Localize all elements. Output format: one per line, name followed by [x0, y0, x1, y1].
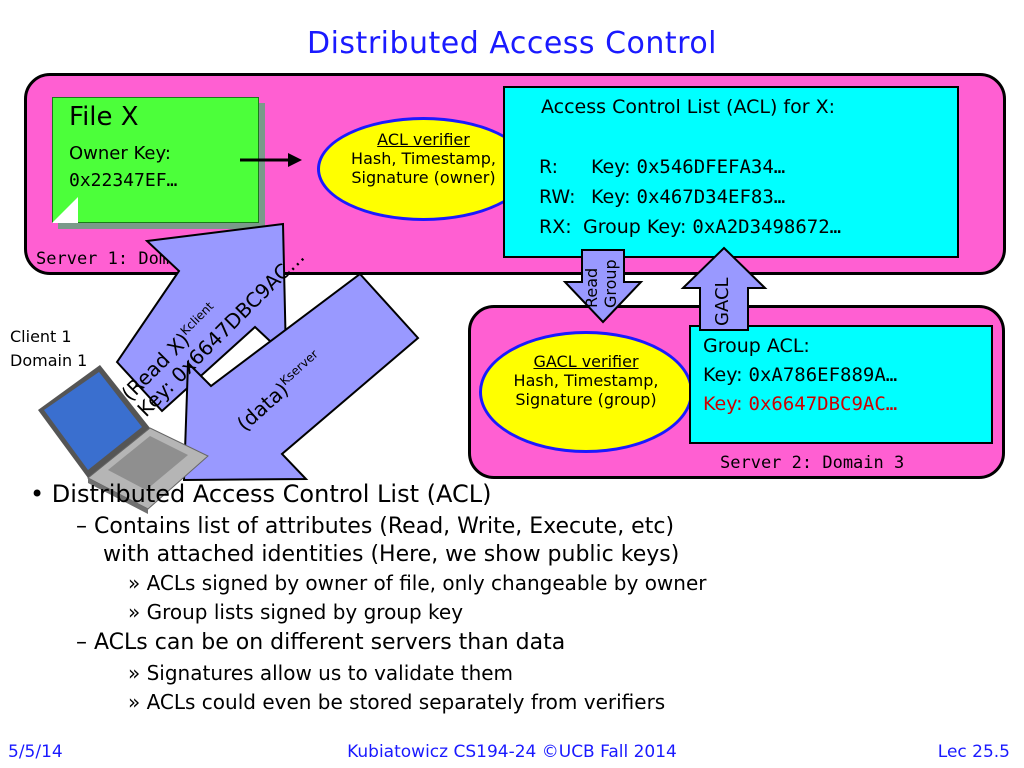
- group-key-value: 0xA786EF889A…: [748, 364, 898, 386]
- acl-box: Access Control List (ACL) for X: R: Key: …: [503, 86, 959, 258]
- bullet-1-1-text: Contains list of attributes (Read, Write…: [94, 514, 675, 539]
- acl-title: Access Control List (ACL) for X:: [541, 96, 836, 118]
- client-line2: Domain 1: [10, 351, 88, 370]
- acl-row-rw: RW: Key: 0x467D34EF83…: [539, 186, 785, 208]
- group-key-label: Key:: [703, 364, 743, 386]
- footer-lecture: Lec 25.5: [937, 742, 1010, 762]
- bullet-1: • Distributed Access Control List (ACL): [30, 480, 1010, 513]
- group-acl-title: Group ACL:: [703, 335, 810, 357]
- read-group-arrow: [562, 249, 644, 324]
- footer-date: 5/5/14: [8, 742, 63, 762]
- group-acl-box: Group ACL: Key: 0xA786EF889A… Key: 0x664…: [689, 325, 993, 444]
- acl-key-value: 0xA2D3498672…: [692, 216, 842, 238]
- bullet-1-2-1: » Signatures allow us to validate them: [128, 659, 1010, 688]
- group-key-label: Key:: [703, 393, 743, 415]
- acl-key-label: Key:: [591, 186, 631, 208]
- bullet-1-1-1: » ACLs signed by owner of file, only cha…: [128, 569, 1010, 598]
- bullet-1-2-2: » ACLs could even be stored separately f…: [128, 688, 1010, 717]
- data-response-arrow: [182, 272, 420, 482]
- acl-verifier-line1: Hash, Timestamp,: [351, 149, 496, 168]
- acl-perm: RX:: [539, 216, 572, 238]
- gacl-verifier-line1: Hash, Timestamp,: [513, 371, 659, 390]
- bullet-dot: •: [30, 480, 52, 508]
- owner-key-arrow: [240, 153, 302, 167]
- acl-row-rx: RX: Group Key: 0xA2D3498672…: [539, 216, 841, 238]
- acl-verifier-oval: ACL verifier Hash, Timestamp, Signature …: [317, 117, 530, 221]
- acl-key-label: Group Key:: [583, 216, 687, 238]
- file-title: File X: [69, 102, 139, 132]
- chevron-icon: »: [128, 600, 147, 624]
- gacl-verifier-line2: Signature (group): [515, 390, 657, 409]
- bullet-1-2-2-text: ACLs could even be stored separately fro…: [146, 690, 666, 714]
- owner-key-value: 0x22347EF…: [69, 170, 178, 191]
- slide-title: Distributed Access Control: [306, 26, 718, 61]
- bullet-1-2-1-text: Signatures allow us to validate them: [146, 661, 514, 685]
- bullet-1-1-1-text: ACLs signed by owner of file, only chang…: [146, 571, 707, 595]
- chevron-icon: »: [128, 661, 147, 685]
- acl-key-label: Key:: [591, 156, 631, 178]
- dash-icon: –: [76, 630, 94, 655]
- acl-perm: RW:: [539, 186, 576, 208]
- client-label: Client 1 Domain 1: [10, 325, 87, 373]
- bullet-1-2: – ACLs can be on different servers than …: [76, 627, 1010, 659]
- request-arrow: [115, 222, 288, 413]
- bullet-1-1: – Contains list of attributes (Read, Wri…: [76, 513, 1010, 569]
- gacl-label: GACL: [712, 277, 733, 326]
- acl-key-value: 0x467D34EF83…: [636, 186, 786, 208]
- group-key-value: 0x6647DBC9AC…: [748, 393, 898, 415]
- acl-row-r: R: Key: 0x546DFEFA34…: [539, 156, 785, 178]
- server-2-label: Server 2: Domain 3: [720, 453, 905, 473]
- group-acl-row-highlight: Key: 0x6647DBC9AC…: [703, 393, 897, 415]
- group-label: Group: [601, 259, 620, 308]
- page-fold-icon: [52, 197, 78, 223]
- file-x-card: File X Owner Key: 0x22347EF…: [52, 97, 259, 223]
- chevron-icon: »: [128, 571, 147, 595]
- dash-icon: –: [76, 514, 94, 539]
- laptop-icon: [38, 365, 209, 514]
- acl-key-value: 0x546DFEFA34…: [636, 156, 786, 178]
- bullet-1-2-text: ACLs can be on different servers than da…: [94, 630, 566, 655]
- gacl-arrow: [680, 246, 768, 331]
- chevron-icon: »: [128, 690, 147, 714]
- bullet-1-1-2: » Group lists signed by group key: [128, 598, 1010, 627]
- bullet-1-1-cont: with attached identities (Here, we show …: [103, 542, 680, 567]
- bullet-1-text: Distributed Access Control List (ACL): [51, 480, 492, 508]
- client-line1: Client 1: [10, 327, 72, 346]
- acl-verifier-title: ACL verifier: [377, 130, 470, 149]
- bullet-list: • Distributed Access Control List (ACL) …: [30, 480, 1010, 717]
- group-acl-row: Key: 0xA786EF889A…: [703, 364, 897, 386]
- owner-key-label: Owner Key:: [69, 143, 171, 164]
- read-label: Read: [582, 267, 601, 308]
- acl-verifier-line2: Signature (owner): [351, 168, 496, 187]
- acl-perm: R:: [539, 156, 559, 178]
- footer-course: Kubiatowicz CS194-24 ©UCB Fall 2014: [347, 742, 677, 762]
- bullet-1-1-2-text: Group lists signed by group key: [146, 600, 464, 624]
- gacl-verifier-title: GACL verifier: [533, 352, 639, 371]
- gacl-verifier-oval: GACL verifier Hash, Timestamp, Signature…: [479, 331, 693, 453]
